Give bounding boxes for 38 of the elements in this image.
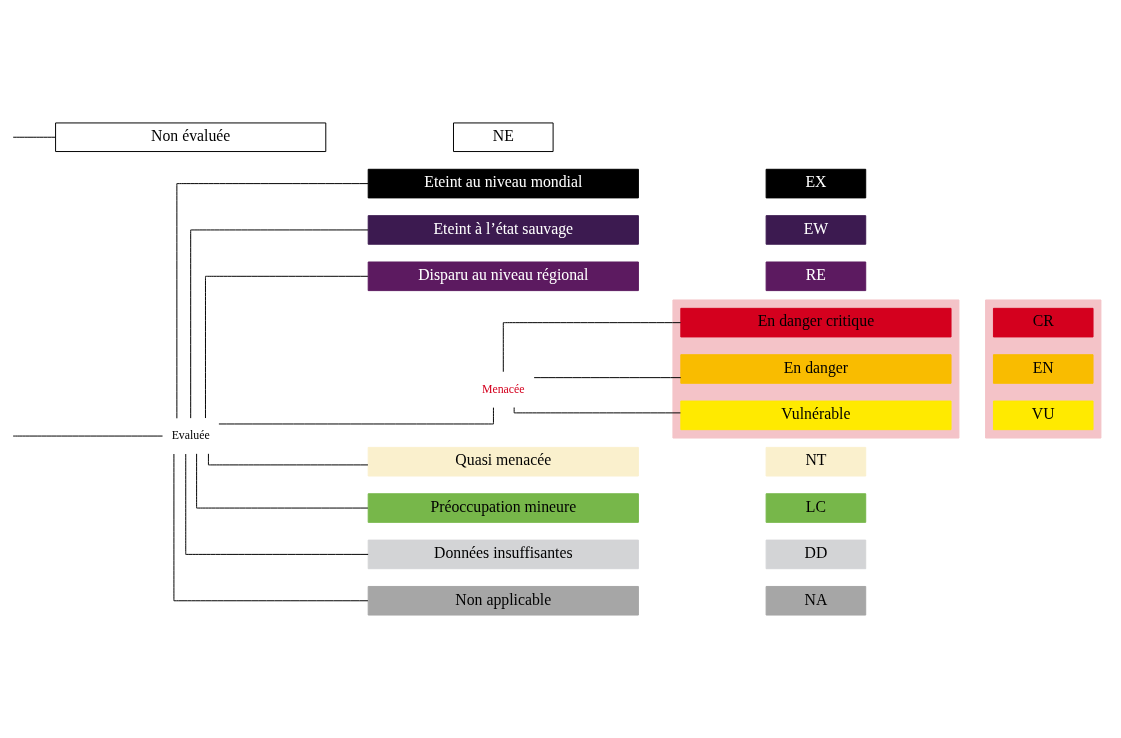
- node-box: Données insuffisantes: [367, 539, 639, 570]
- node-box: EW: [765, 215, 867, 245]
- connector: [173, 453, 369, 602]
- connector: [185, 453, 369, 555]
- node-box: NA: [765, 585, 867, 616]
- connector: [207, 453, 369, 466]
- connector: [218, 407, 494, 425]
- connector: [513, 407, 681, 414]
- node-box: Non applicable: [367, 585, 639, 616]
- node-box: LC: [765, 493, 867, 523]
- connector: [190, 229, 369, 419]
- connector: [12, 136, 56, 138]
- node-box: Disparu au niveau régional: [367, 261, 639, 292]
- connector: [502, 322, 682, 373]
- node-box: Non évaluée: [55, 122, 327, 153]
- node-box: Quasi menacée: [367, 446, 639, 477]
- node-box: DD: [765, 539, 867, 570]
- node-box: VU: [992, 400, 1094, 431]
- connector: [533, 377, 682, 379]
- node-box: EN: [992, 354, 1094, 384]
- node-box: EX: [765, 168, 867, 199]
- connector: [204, 275, 369, 419]
- connector: [196, 453, 369, 509]
- node-box: En danger: [680, 354, 952, 384]
- node-box: Préoccupation mineure: [367, 493, 639, 523]
- node-text: Menacée: [481, 381, 525, 396]
- connector: [176, 183, 369, 419]
- node-box: NE: [453, 122, 554, 153]
- cluster: [672, 299, 960, 439]
- node-box: Eteint au niveau mondial: [367, 168, 639, 199]
- node-box: NT: [765, 446, 867, 477]
- node-box: RE: [765, 261, 867, 292]
- node-box: Eteint à l’état sauvage: [367, 215, 639, 245]
- node-box: Vulnérable: [680, 400, 952, 431]
- node-text: Evaluée: [171, 428, 210, 443]
- node-box: En danger critique: [680, 307, 952, 338]
- node-box: CR: [992, 307, 1094, 338]
- cluster: [985, 299, 1102, 439]
